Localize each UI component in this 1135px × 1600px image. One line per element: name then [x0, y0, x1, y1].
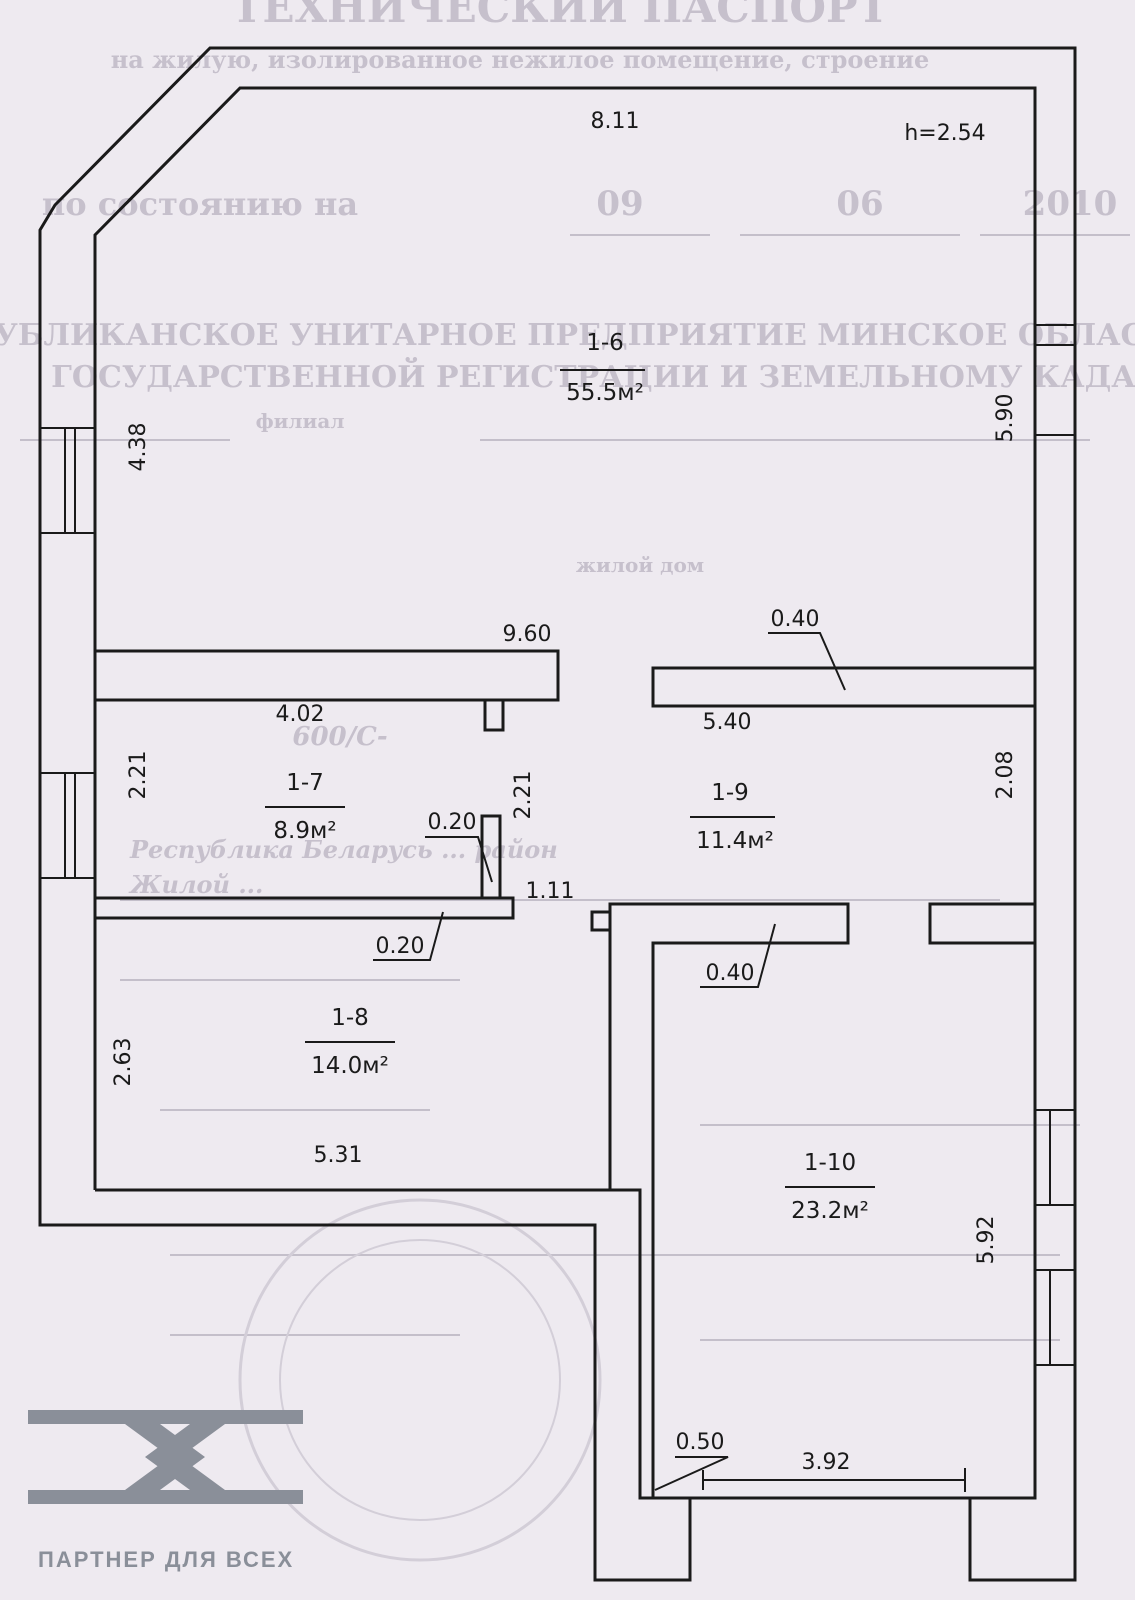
form-object: жилой дом [576, 553, 704, 577]
inner-wall-line [93, 86, 1037, 1500]
dim-room8-width: 5.31 [314, 1143, 363, 1168]
form-branch: филиал [256, 409, 345, 433]
dim-room9-height-right: 2.08 [993, 751, 1018, 800]
stamp-seal [238, 1198, 602, 1562]
room-1-10: 1-10 23.2м² [785, 1150, 875, 1224]
room-area: 23.2м² [791, 1198, 869, 1224]
form-address2: Жилой ... [128, 870, 263, 899]
form-date-prefix: по состоянию на [42, 185, 358, 223]
window-right-lower-2 [1035, 1269, 1075, 1366]
dim-partition-thin-upper: 0.20 [428, 810, 477, 835]
dim-partition-thin-lower: 0.20 [376, 934, 425, 959]
dim-wall-thickness-bottom: 0.50 [676, 1430, 725, 1455]
window-right-lower-1 [1035, 1109, 1075, 1206]
dim-bottom-width: 3.92 [802, 1450, 851, 1475]
window-left-lower [40, 772, 95, 879]
partition-vertical-thin [480, 814, 502, 900]
partition-middle-right [608, 902, 850, 1498]
room-area: 11.4м² [696, 828, 774, 854]
dim-room7-height-right: 2.21 [511, 771, 536, 820]
logo-mark-icon [28, 1410, 303, 1504]
form-inventory: 600/С- [292, 722, 387, 752]
dim-room7-width: 4.02 [276, 702, 325, 727]
room-id: 1-8 [331, 1005, 369, 1031]
room-area: 55.5м² [566, 380, 644, 406]
room-area: 8.9м² [273, 818, 336, 844]
walls [38, 46, 1077, 1582]
room-id: 1-9 [711, 780, 749, 806]
partition-middle-left [95, 896, 515, 920]
partner-logo: ПАРТНЕР ДЛЯ ВСЕХ [28, 1410, 303, 1572]
dim-partition-thickness-right: 0.40 [771, 607, 820, 632]
form-org-line1: РЕСПУБЛИКАНСКОЕ УНИТАРНОЕ ПРЕДПРИЯТИЕ МИ… [0, 318, 1135, 353]
window-left-upper [40, 427, 95, 534]
room-id: 1-10 [804, 1150, 856, 1176]
room-id: 1-7 [286, 770, 324, 796]
partition-upper-left [95, 649, 560, 702]
window-right-upper [1035, 324, 1075, 436]
dim-room9-width: 5.40 [703, 710, 752, 735]
room-1-7: 1-7 8.9м² [265, 770, 345, 844]
room-1-8: 1-8 14.0м² [305, 1005, 395, 1079]
dim-door-width: 1.11 [526, 879, 575, 904]
dim-height: h=2.54 [904, 121, 985, 146]
partition-right-stub [928, 902, 1037, 945]
dim-partition-thickness-lower: 0.40 [706, 961, 755, 986]
form-header: ТЕХНИЧЕСКИЙ ПАСПОРТ [231, 0, 889, 32]
form-date-day: 09 [596, 184, 643, 224]
form-org-line2: ГОСУДАРСТВЕННОЙ РЕГИСТРАЦИИ И ЗЕМЕЛЬНОМУ… [51, 357, 1135, 395]
room-1-9: 1-9 11.4м² [690, 780, 775, 854]
partition-stub [483, 698, 505, 732]
form-date-year: 2010 [1023, 184, 1118, 224]
background-form: ТЕХНИЧЕСКИЙ ПАСПОРТ на жилую, изолирован… [0, 0, 1135, 1562]
dim-left-upper: 4.38 [126, 423, 151, 472]
logo-text: ПАРТНЕР ДЛЯ ВСЕХ [38, 1547, 294, 1572]
room-id: 1-6 [586, 330, 624, 356]
room-1-6: 1-6 55.5м² [560, 330, 645, 406]
dim-right-lower: 5.92 [974, 1216, 999, 1265]
room-area: 14.0м² [311, 1053, 389, 1079]
form-date-month: 06 [836, 184, 883, 224]
form-address1: Республика Беларусь ... район [129, 835, 558, 864]
room-labels: 1-6 55.5м² 1-7 8.9м² 1-8 14.0м² 1-9 11.4… [265, 330, 875, 1224]
form-subheader: на жилую, изолированное нежилое помещени… [111, 45, 930, 74]
dim-room8-height: 2.63 [111, 1038, 136, 1087]
dim-partition-length: 9.60 [503, 622, 552, 647]
dim-top-width: 8.11 [591, 109, 640, 134]
door-jamb-stub [590, 910, 612, 932]
dimension-labels: 8.11 h=2.54 4.38 5.90 9.60 0.40 4.02 5.4… [111, 109, 1018, 1492]
partition-upper-right [651, 666, 1035, 708]
dim-room7-height-left: 2.21 [126, 751, 151, 800]
dim-right-upper: 5.90 [993, 394, 1018, 443]
